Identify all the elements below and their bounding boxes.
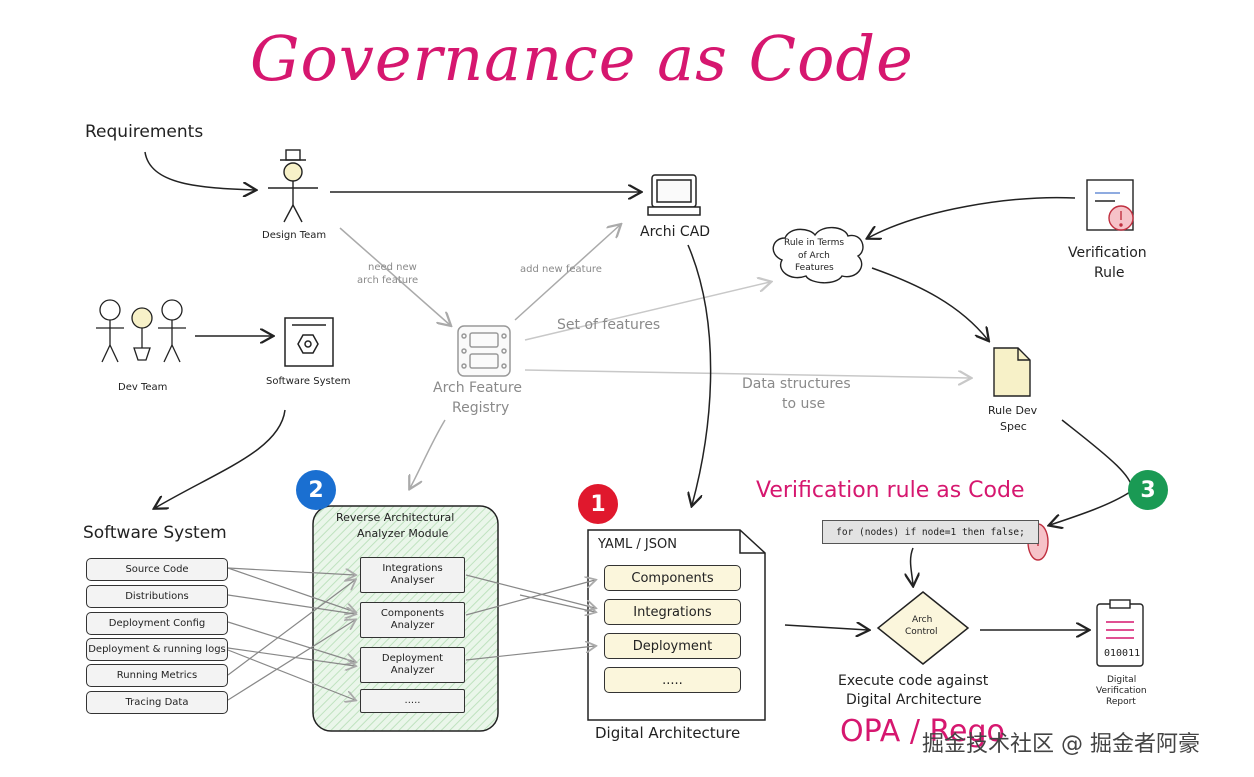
registry-icon (457, 325, 511, 377)
arrow-cloud-to-spec (871, 267, 988, 340)
analyzer-line-1: Components (380, 608, 445, 619)
report-icon (1096, 599, 1144, 667)
registry-label-2: Registry (452, 400, 510, 416)
analyzer-to-yaml-arrows (465, 574, 595, 661)
verification-as-code-label: Verification rule as Code (756, 478, 1025, 503)
arrow-system-to-sources (155, 409, 286, 508)
data-structures-label-2: to use (782, 396, 826, 412)
analyzer-line-1: Deployment (381, 653, 444, 664)
yaml-item: Integrations (604, 599, 741, 625)
software-system-heading: Software System (83, 523, 227, 543)
analyzer-title-2: Analyzer Module (357, 527, 449, 540)
need-new-label-2: arch feature (357, 275, 419, 286)
report-label-2: Verification (1096, 686, 1147, 696)
watermark-text: 掘金技术社区 @ 掘金者阿豪 (922, 732, 1200, 757)
arrow-registry-to-analyzer (410, 419, 446, 488)
verification-rule-label-2: Rule (1094, 265, 1125, 281)
yaml-item: Components (604, 565, 741, 591)
yaml-title: YAML / JSON (598, 537, 677, 552)
execute-label-1: Execute code against (838, 673, 989, 689)
requirements-label: Requirements (85, 122, 204, 142)
source-item: Deployment & running logs (86, 638, 228, 661)
source-item: Deployment Config (86, 612, 228, 635)
arrow-requirements-to-design (144, 151, 255, 190)
registry-label-1: Arch Feature (433, 380, 522, 396)
opa-rego-label: OPA / Rego (840, 714, 1005, 749)
source-to-analyzer-arrows (227, 567, 355, 700)
need-new-label-1: need new (368, 262, 417, 273)
source-item: Tracing Data (86, 691, 228, 714)
computer-icon (647, 174, 701, 216)
analyzer-deployment: Deployment Analyzer (360, 647, 465, 683)
spec-document-icon (993, 347, 1031, 397)
set-of-features-label: Set of features (557, 317, 661, 333)
source-item: Running Metrics (86, 664, 228, 687)
yaml-item: ..... (604, 667, 741, 693)
code-snippet: for (nodes) if node=1 then false; (822, 520, 1039, 544)
rule-cloud-shape (772, 226, 864, 284)
analyzer-components: Components Analyzer (360, 602, 465, 638)
source-item: Distributions (86, 585, 228, 608)
badge-3: 3 (1128, 470, 1168, 510)
badge-1: 1 (578, 484, 618, 524)
arrow-spec-to-code (1050, 419, 1133, 525)
design-team-label: Design Team (262, 230, 327, 241)
analyzer-more: ..... (360, 689, 465, 713)
verification-rule-icon (1086, 179, 1134, 231)
arrow-archicad-to-yaml (688, 244, 712, 505)
archi-cad-label: Archi CAD (640, 224, 711, 240)
arrow-design-to-registry (339, 227, 450, 325)
rule-cloud-label-2: of Arch (798, 251, 830, 261)
dev-team-icon (96, 299, 186, 363)
analyzer-title-1: Reverse Architectural (336, 511, 455, 524)
data-structures-label-1: Data structures (742, 376, 851, 392)
arch-control-diamond (876, 591, 970, 665)
page-title: Governance as Code (250, 22, 914, 95)
rule-cloud-label-3: Features (795, 263, 834, 273)
rule-dev-label-1: Rule Dev (988, 404, 1038, 417)
analyzer-integrations: Integrations Analyser (360, 557, 465, 593)
arrow-code-to-control (911, 547, 913, 585)
design-team-icon (268, 149, 318, 223)
arch-control-label-2: Control (905, 627, 938, 637)
arrow-yaml-to-control (784, 625, 868, 630)
report-label-3: Report (1106, 697, 1136, 707)
report-code: 010011 (1104, 648, 1141, 659)
analyzer-line-1: Integrations (382, 563, 443, 574)
execute-label-2: Digital Architecture (846, 692, 982, 708)
rule-dev-label-2: Spec (1000, 420, 1027, 433)
arch-control-label-1: Arch (912, 615, 933, 625)
rule-cloud-label-1: Rule in Terms (784, 238, 845, 248)
badge-2: 2 (296, 470, 336, 510)
arrow-verif-to-cloud (868, 196, 1076, 238)
source-item: Source Code (86, 558, 228, 581)
analyzer-line-2: Analyser (390, 575, 435, 586)
software-system-icon (284, 317, 334, 367)
arrow-registry-to-archicad (514, 225, 620, 321)
software-system-icon-label: Software System (266, 376, 351, 387)
yaml-item: Deployment (604, 633, 741, 659)
arrow-registry-to-rule-cloud (524, 282, 770, 341)
arrow-registry-to-spec (524, 369, 970, 378)
digital-architecture-label: Digital Architecture (595, 724, 741, 742)
report-label-1: Digital (1107, 675, 1137, 685)
analyzer-line-2: Analyzer (390, 620, 435, 631)
verification-rule-label-1: Verification (1068, 245, 1147, 261)
dev-team-label: Dev Team (118, 382, 168, 393)
analyzer-line-2: Analyzer (390, 665, 435, 676)
add-new-feature-label: add new feature (520, 264, 602, 275)
